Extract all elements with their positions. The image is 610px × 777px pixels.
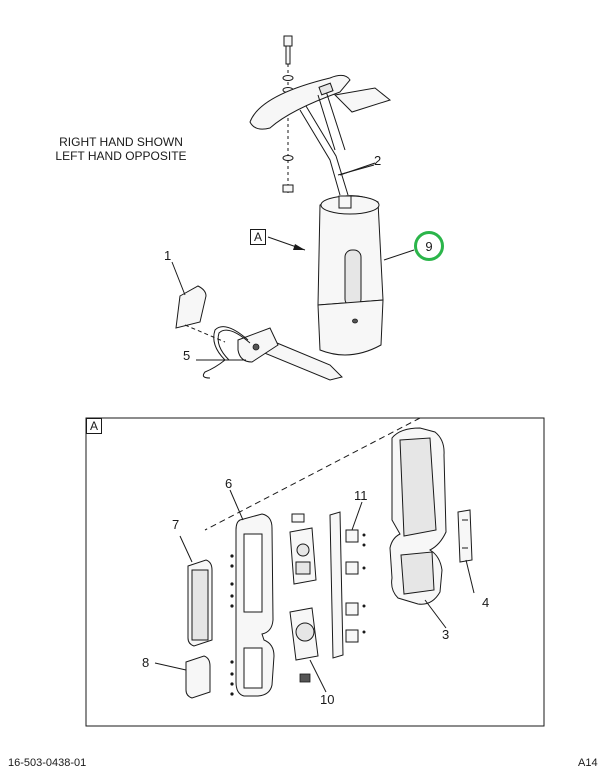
- callout-5: 5: [183, 348, 191, 363]
- callout-3: 3: [442, 627, 450, 642]
- mirror-back-frame: [389, 427, 447, 605]
- callout-4: 4: [482, 595, 490, 610]
- leader-lines-detail: [154, 489, 475, 693]
- mounting-bolt-stack: [282, 35, 294, 195]
- mirror-gasket-frame: [235, 513, 275, 697]
- mirror-glass-upper: [175, 285, 207, 329]
- leader-lines-upper: [171, 162, 415, 361]
- orientation-note: RIGHT HAND SHOWN LEFT HAND OPPOSITE: [36, 135, 206, 163]
- mirror-head-housing: [317, 195, 384, 356]
- detail-view-frame: [85, 417, 545, 727]
- callout-6: 6: [225, 476, 233, 491]
- callout-1: 1: [164, 248, 172, 263]
- note-line-2: LEFT HAND OPPOSITE: [55, 149, 187, 163]
- mirror-glass-convex: [185, 655, 211, 699]
- lower-mirror-arm: [237, 327, 343, 381]
- mirror-motor-upper: [289, 513, 317, 585]
- note-line-1: RIGHT HAND SHOWN: [59, 135, 183, 149]
- mirror-motor-lower: [289, 607, 319, 683]
- mounting-clips: [345, 529, 366, 643]
- mirror-bracket-arm: [249, 74, 392, 196]
- mirror-glass-flat: [187, 559, 213, 647]
- document-number: 16-503-0438-01: [8, 757, 87, 769]
- view-label-detail: A: [86, 418, 103, 434]
- callout-9: 9: [425, 238, 433, 254]
- page-number: A14: [578, 757, 598, 769]
- callout-2: 2: [374, 153, 382, 168]
- callout-7: 7: [172, 517, 180, 532]
- mirror-side-cover: [457, 509, 473, 563]
- callout-10: 10: [320, 692, 335, 707]
- callout-11: 11: [354, 488, 368, 503]
- callout-9-highlight[interactable]: 9: [414, 231, 444, 261]
- view-label-main: A: [250, 229, 267, 245]
- mounting-plate: [329, 511, 344, 659]
- mounting-screws-left: [230, 554, 234, 696]
- callout-8: 8: [142, 655, 150, 670]
